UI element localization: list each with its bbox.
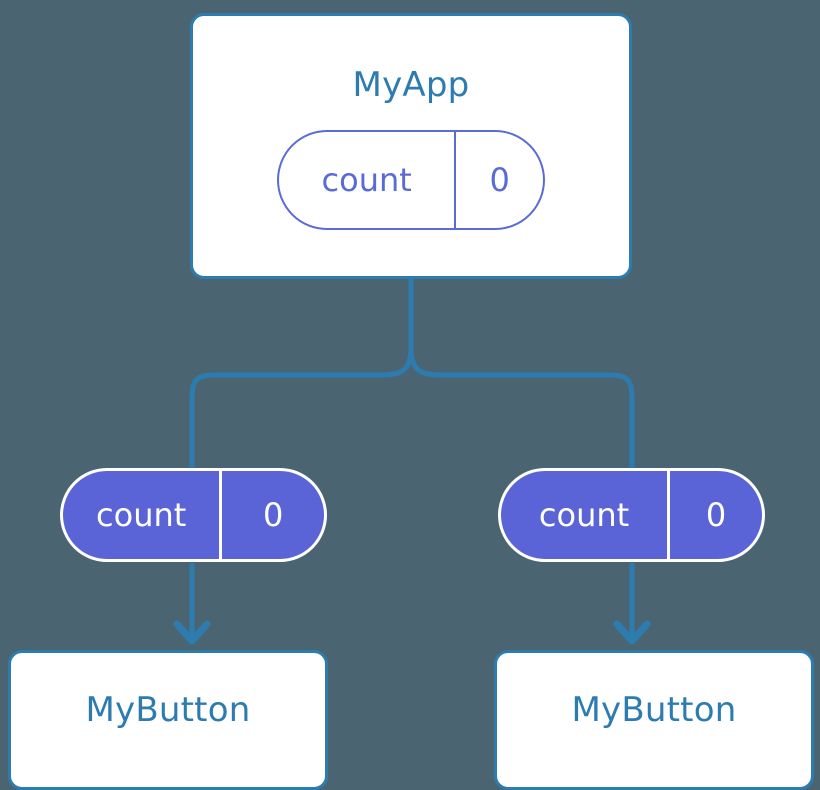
state-pill-root-key: count — [321, 161, 412, 199]
component-title-mybutton-left: MyButton — [85, 690, 251, 730]
state-pill-child-left-value: 0 — [219, 471, 324, 559]
state-pill-child-right-key: count — [538, 496, 630, 534]
edge-to-left-child — [189, 345, 414, 471]
state-pill-root-value: 0 — [454, 132, 543, 228]
component-title-mybutton-right: MyButton — [571, 690, 737, 730]
component-card-mybutton-right[interactable]: MyButton — [494, 650, 814, 790]
arrow-left-head — [173, 620, 211, 645]
edge-to-right-child — [408, 345, 635, 471]
component-card-mybutton-left[interactable]: MyButton — [8, 650, 328, 790]
state-pill-child-right-value: 0 — [667, 471, 762, 559]
diagram-canvas: MyApp count 0 count 0 count 0 MyButton M… — [8, 13, 814, 790]
state-pill-child-left-key: count — [96, 496, 187, 534]
state-pill-root[interactable]: count 0 — [277, 130, 545, 230]
component-title-myapp: MyApp — [352, 65, 470, 105]
arrow-right-head — [613, 620, 651, 645]
state-pill-child-left[interactable]: count 0 — [60, 468, 327, 562]
state-pill-child-right[interactable]: count 0 — [498, 468, 765, 562]
